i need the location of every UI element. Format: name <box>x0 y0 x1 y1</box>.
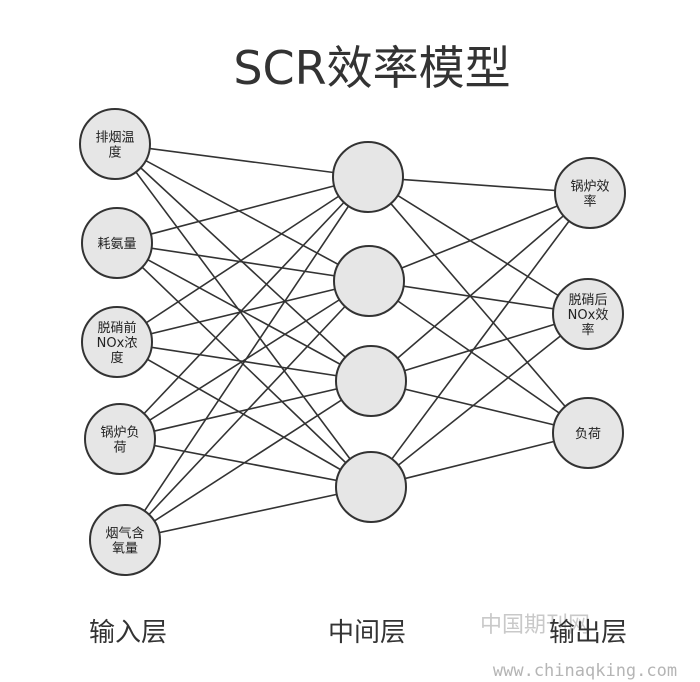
input-node-4-label-line-1: 锅炉负 <box>100 425 139 441</box>
edge-input1-hidden4 <box>114 143 372 488</box>
output-node-3: 负荷 <box>552 397 624 469</box>
input-node-2: 耗氨量 <box>81 207 153 279</box>
hidden-node-circle <box>335 451 407 523</box>
output-node-circle <box>552 278 624 350</box>
input-node-circle <box>89 504 161 576</box>
edge-input2-hidden2 <box>116 242 370 282</box>
edge-input1-hidden1 <box>114 143 369 178</box>
edge-input2-hidden4 <box>116 242 372 488</box>
input-node-circle <box>81 207 153 279</box>
hidden-node-circle <box>335 345 407 417</box>
edge-input4-hidden3 <box>119 380 372 440</box>
input-node-3-label-line-3: 度 <box>110 350 123 366</box>
hidden-node-3 <box>335 345 407 417</box>
edge-hidden1-output2 <box>367 176 589 315</box>
output-node-2-label-line-2: NOx效 <box>568 308 609 323</box>
edge-input2-hidden1 <box>116 176 369 244</box>
edge-input1-hidden2 <box>114 143 370 282</box>
hidden-node-circle <box>333 245 405 317</box>
input-node-4-label-line-2: 荷 <box>113 441 126 456</box>
input-node-circle <box>84 403 156 475</box>
input-node-1-label-line-2: 度 <box>108 145 121 161</box>
edge-input3-hidden1 <box>116 176 369 343</box>
edge-input5-hidden3 <box>124 380 372 541</box>
edges-group <box>114 143 591 541</box>
edge-hidden3-output2 <box>370 313 589 382</box>
hidden-node-1 <box>332 141 404 213</box>
edge-hidden3-output1 <box>370 192 591 382</box>
edge-input5-hidden4 <box>124 486 372 541</box>
input-node-3-label-line-2: NOx浓 <box>97 336 138 351</box>
output-node-circle <box>554 157 626 229</box>
output-node-2-label-line-1: 脱硝后 <box>568 293 607 308</box>
input-node-5-label-line-2: 氧量 <box>112 542 138 557</box>
input-node-2-label-line-1: 耗氨量 <box>97 237 136 252</box>
input-node-1-label-line-1: 排烟温 <box>95 131 134 146</box>
watermark-url: www.chinaqking.com <box>493 661 677 681</box>
output-node-1-label-line-2: 率 <box>583 194 596 210</box>
edge-input3-hidden2 <box>116 280 370 343</box>
input-layer-label: 输入层 <box>89 618 167 648</box>
diagram-title: SCR效率模型 <box>233 41 510 95</box>
watermark-text: 中国期刊网 <box>480 613 590 638</box>
hidden-node-2 <box>333 245 405 317</box>
edge-hidden2-output2 <box>368 280 589 315</box>
edge-input5-hidden2 <box>124 280 370 541</box>
output-layer-label: 输出层 <box>549 618 627 648</box>
hidden-node-4 <box>335 451 407 523</box>
hidden-layer-label: 中间层 <box>328 618 406 648</box>
input-node-5-label-line-1: 烟气含 <box>105 526 144 542</box>
edge-hidden1-output3 <box>367 176 589 434</box>
hidden-node-circle <box>332 141 404 213</box>
edge-input4-hidden1 <box>119 176 369 440</box>
edge-hidden4-output2 <box>370 313 589 488</box>
edge-hidden1-output1 <box>367 176 591 194</box>
edge-hidden3-output3 <box>370 380 589 434</box>
output-node-2-label-line-3: 率 <box>581 322 594 338</box>
edge-input5-hidden1 <box>124 176 369 541</box>
edge-input4-hidden2 <box>119 280 370 440</box>
output-node-1-label-line-1: 锅炉效 <box>570 179 609 195</box>
input-node-circle <box>81 306 153 378</box>
edge-hidden2-output3 <box>368 280 589 434</box>
edge-hidden4-output3 <box>370 432 589 488</box>
input-node-3-label-line-1: 脱硝前 <box>97 320 136 336</box>
input-node-circle <box>79 108 151 180</box>
edge-hidden2-output1 <box>368 192 591 282</box>
output-node-3-label-line-1: 负荷 <box>575 427 601 442</box>
output-node-circle <box>552 397 624 469</box>
edge-hidden4-output1 <box>370 192 591 488</box>
